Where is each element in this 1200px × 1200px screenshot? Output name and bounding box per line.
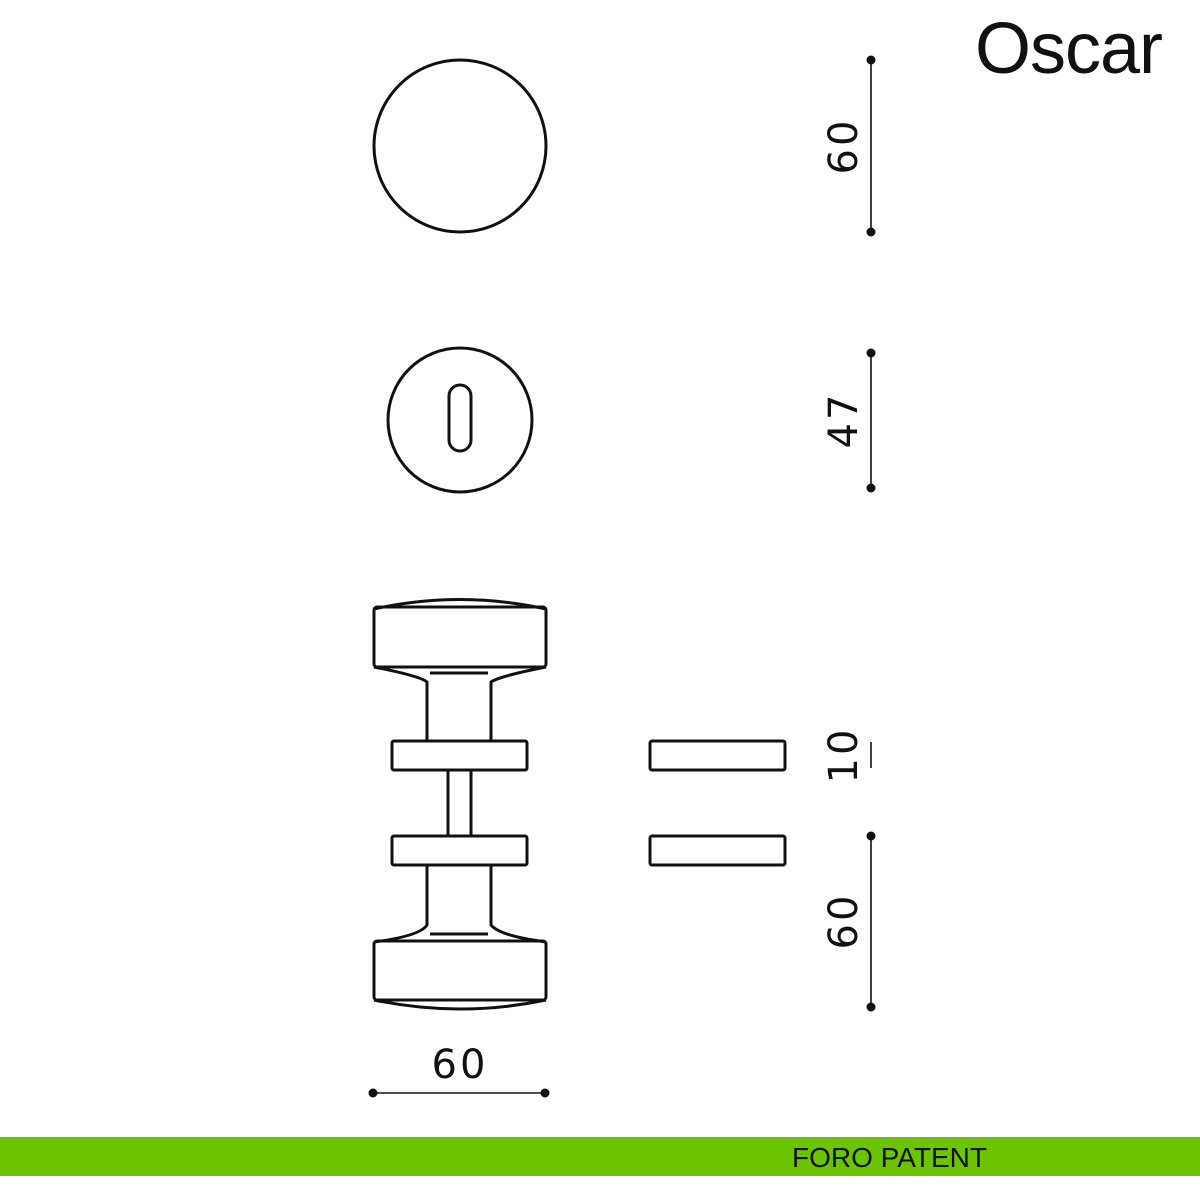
keyhole-slot bbox=[447, 383, 473, 453]
dimension-rose-thickness: 10 bbox=[821, 727, 872, 784]
dimension-knob-depth: 60 bbox=[821, 831, 876, 1012]
product-title: Oscar bbox=[974, 9, 1163, 89]
svg-text:47: 47 bbox=[821, 392, 867, 449]
footer-bar: FORO PATENT bbox=[0, 1137, 1200, 1176]
footer-label: FORO PATENT bbox=[792, 1142, 987, 1173]
svg-text:60: 60 bbox=[821, 118, 867, 175]
rose-side-view-bottom bbox=[648, 834, 787, 867]
double-knob-side-view bbox=[372, 598, 548, 1011]
svg-text:10: 10 bbox=[821, 727, 867, 784]
dimension-escutcheon-diameter: 47 bbox=[821, 348, 876, 493]
dimension-knob-diameter: 60 bbox=[368, 1042, 550, 1098]
keyhole-escutcheon-front-view bbox=[386, 346, 534, 494]
svg-text:60: 60 bbox=[821, 893, 867, 950]
dimension-rose-diameter: 60 bbox=[821, 55, 876, 237]
svg-text:60: 60 bbox=[432, 1042, 489, 1088]
round-rose-front-view bbox=[372, 58, 548, 234]
rose-side-view-top bbox=[648, 739, 787, 772]
